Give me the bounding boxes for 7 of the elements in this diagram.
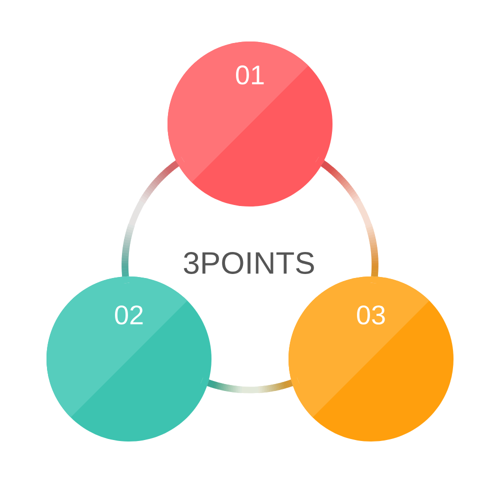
ring-arc (200, 377, 300, 394)
step-number: 03 (357, 305, 385, 325)
ring-arc (315, 156, 378, 284)
step-number: 02 (115, 305, 143, 325)
ring-arc (122, 156, 185, 284)
step-number: 01 (236, 65, 264, 85)
center-title: 3POINTS (184, 252, 314, 274)
